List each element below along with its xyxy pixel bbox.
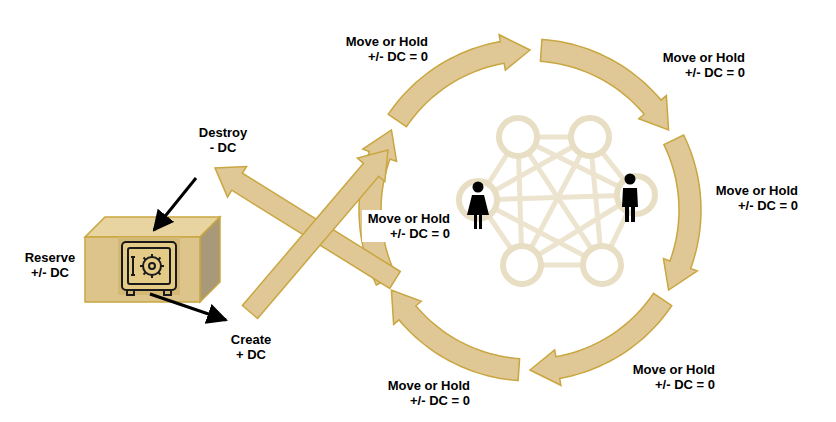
- cycle-arrows: [359, 35, 701, 386]
- flow-label-box: Destroy - DC: [196, 125, 250, 155]
- reserve-box-node: Reserve +/- DC: [85, 217, 220, 302]
- flow-label: Move or Hold +/- DC = 0: [708, 183, 798, 213]
- flow-label-box: Move or Hold +/- DC = 0: [362, 210, 452, 242]
- flow-label-box: Move or Hold +/- DC = 0: [708, 183, 798, 213]
- cycle-arrow: [540, 39, 668, 130]
- flow-label: Create + DC: [228, 332, 274, 362]
- person-head: [625, 174, 636, 185]
- flow-label: Move or Hold +/- DC = 0: [362, 210, 452, 242]
- network-node: [503, 246, 541, 284]
- flow-label: Move or Hold +/- DC = 0: [625, 362, 715, 392]
- flow-label-box: Move or Hold +/- DC = 0: [380, 378, 470, 408]
- network-node: [571, 118, 609, 156]
- flow-label-box: Move or Hold +/- DC = 0: [655, 50, 745, 80]
- box-top: [85, 217, 220, 237]
- box-front: [85, 237, 200, 302]
- network-link: [478, 195, 636, 200]
- flow-label: Move or Hold +/- DC = 0: [655, 50, 745, 80]
- man-icon: [622, 188, 638, 222]
- box-panel: [118, 237, 180, 295]
- person-head: [473, 182, 484, 193]
- cycle-arrow: [391, 290, 519, 381]
- flow-label: Move or Hold +/- DC = 0: [380, 378, 470, 408]
- box-side: [200, 217, 220, 302]
- people-icons: [467, 174, 638, 230]
- node-label: Reserve +/- DC: [19, 250, 81, 280]
- woman-icon: [467, 195, 489, 229]
- network-node: [499, 118, 537, 156]
- leader-arrows: [150, 178, 226, 320]
- flow-label-box: Create + DC: [228, 332, 274, 362]
- reserve-box: [85, 217, 220, 302]
- flow-label: Move or Hold +/- DC = 0: [338, 34, 428, 64]
- cycle-arrow: [663, 135, 701, 290]
- flow-label-box: Move or Hold +/- DC = 0: [338, 34, 428, 64]
- into-reserve-arrow: [154, 178, 196, 230]
- safe-icon: [122, 242, 176, 295]
- flow-label: Destroy - DC: [196, 125, 250, 155]
- network-illustration: [459, 118, 655, 284]
- flow-label-box: Move or Hold +/- DC = 0: [625, 362, 715, 392]
- network-node: [583, 246, 621, 284]
- out-of-reserve-arrow: [150, 294, 226, 320]
